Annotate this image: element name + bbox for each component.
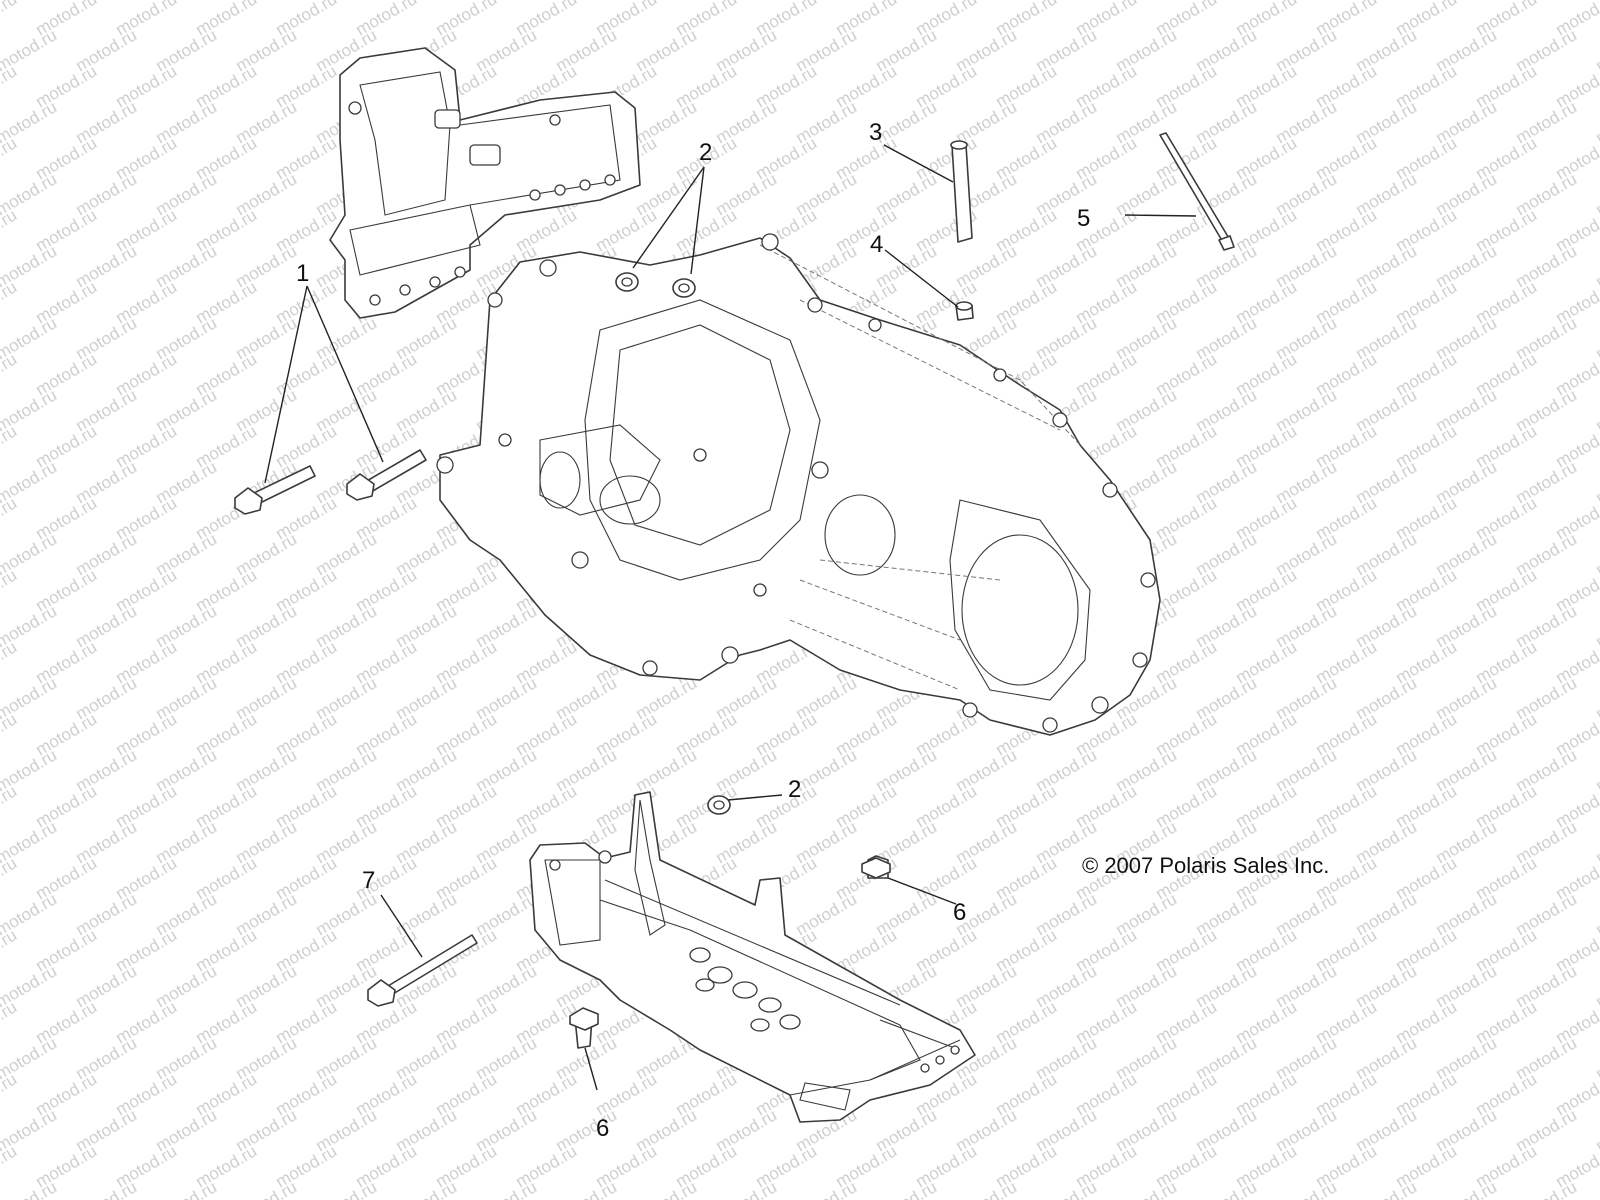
watermark-text: motod.ru <box>0 1177 60 1200</box>
watermark-text: motod.ru <box>0 781 20 831</box>
watermark-text: motod.ru <box>0 349 20 399</box>
watermark-text: motod.ru <box>1193 1177 1261 1200</box>
watermark-text: motod.ru <box>0 133 20 183</box>
upper-mount-bracket <box>329 47 641 319</box>
watermark-text: motod.ru <box>0 925 20 975</box>
watermark-text: motod.ru <box>473 1177 541 1200</box>
callout-6-lower: 6 <box>596 1115 609 1142</box>
watermark-text: motod.ru <box>0 0 20 39</box>
watermark-text: motod.ru <box>73 1177 141 1200</box>
watermark-text: motod.ru <box>0 1069 20 1119</box>
part-7-long-bolt <box>367 934 478 1007</box>
watermark-text: motod.ru <box>0 637 20 687</box>
watermark-text: motod.ru <box>633 1177 701 1200</box>
watermark-text: motod.ru <box>313 1177 381 1200</box>
watermark-text: motod.ru <box>0 277 20 327</box>
watermark-text: motod.ru <box>233 1177 301 1200</box>
transmission-housing <box>436 233 1161 736</box>
part-3-sleeve <box>950 140 973 243</box>
watermark-text: motod.ru <box>0 997 20 1047</box>
copyright-notice: © 2007 Polaris Sales Inc. <box>1082 853 1329 878</box>
callout-2-lower: 2 <box>788 776 801 803</box>
callout-2-upper: 2 <box>699 139 712 166</box>
watermark-text: motod.ru <box>1353 1177 1421 1200</box>
part-1-bolt-left <box>234 465 316 515</box>
callout-5: 5 <box>1077 205 1090 232</box>
watermark-text: motod.ru <box>0 709 20 759</box>
watermark-text: motod.ru <box>0 421 20 471</box>
callout-3: 3 <box>869 119 882 146</box>
watermark-text: motod.ru <box>1433 1177 1501 1200</box>
watermark-text: motod.ru <box>953 1177 1021 1200</box>
watermark-text: motod.ru <box>873 1177 941 1200</box>
watermark-text: motod.ru <box>1273 1177 1341 1200</box>
watermark-text: motod.ru <box>1033 1177 1101 1200</box>
callout-6-upper: 6 <box>953 899 966 926</box>
watermark-text: motod.ru <box>0 205 20 255</box>
watermark-text: motod.ru <box>553 1177 621 1200</box>
part-2-nut-lower <box>707 795 731 815</box>
watermark-text: motod.ru <box>1593 1177 1600 1200</box>
callout-4: 4 <box>870 231 883 258</box>
watermark-text: motod.ru <box>153 1177 221 1200</box>
callout-7: 7 <box>362 867 375 894</box>
part-1-bolt-right <box>346 449 427 501</box>
watermark-text: motod.ru <box>0 565 20 615</box>
watermark-text: motod.ru <box>0 1141 20 1191</box>
part-6-bolt-lower <box>569 1007 599 1049</box>
watermark-text: motod.ru <box>0 493 20 543</box>
lower-cross-member <box>529 791 976 1123</box>
part-2-nut-upper-left <box>615 272 639 292</box>
watermark-text: motod.ru <box>393 1177 461 1200</box>
callout-1: 1 <box>296 260 309 287</box>
part-6-bolt-upper <box>861 855 891 879</box>
leader-lines <box>264 144 1197 1091</box>
watermark-text: motod.ru <box>713 1177 781 1200</box>
part-2-nut-upper-right <box>672 278 696 298</box>
watermark-text: motod.ru <box>793 1177 861 1200</box>
watermark-text: motod.ru <box>0 61 20 111</box>
watermark-text: motod.ru <box>1113 1177 1181 1200</box>
part-5-long-bolt <box>1159 132 1235 251</box>
part-4-bushing <box>955 301 974 321</box>
watermark-text: motod.ru <box>0 853 20 903</box>
watermark-text: motod.ru <box>1513 1177 1581 1200</box>
